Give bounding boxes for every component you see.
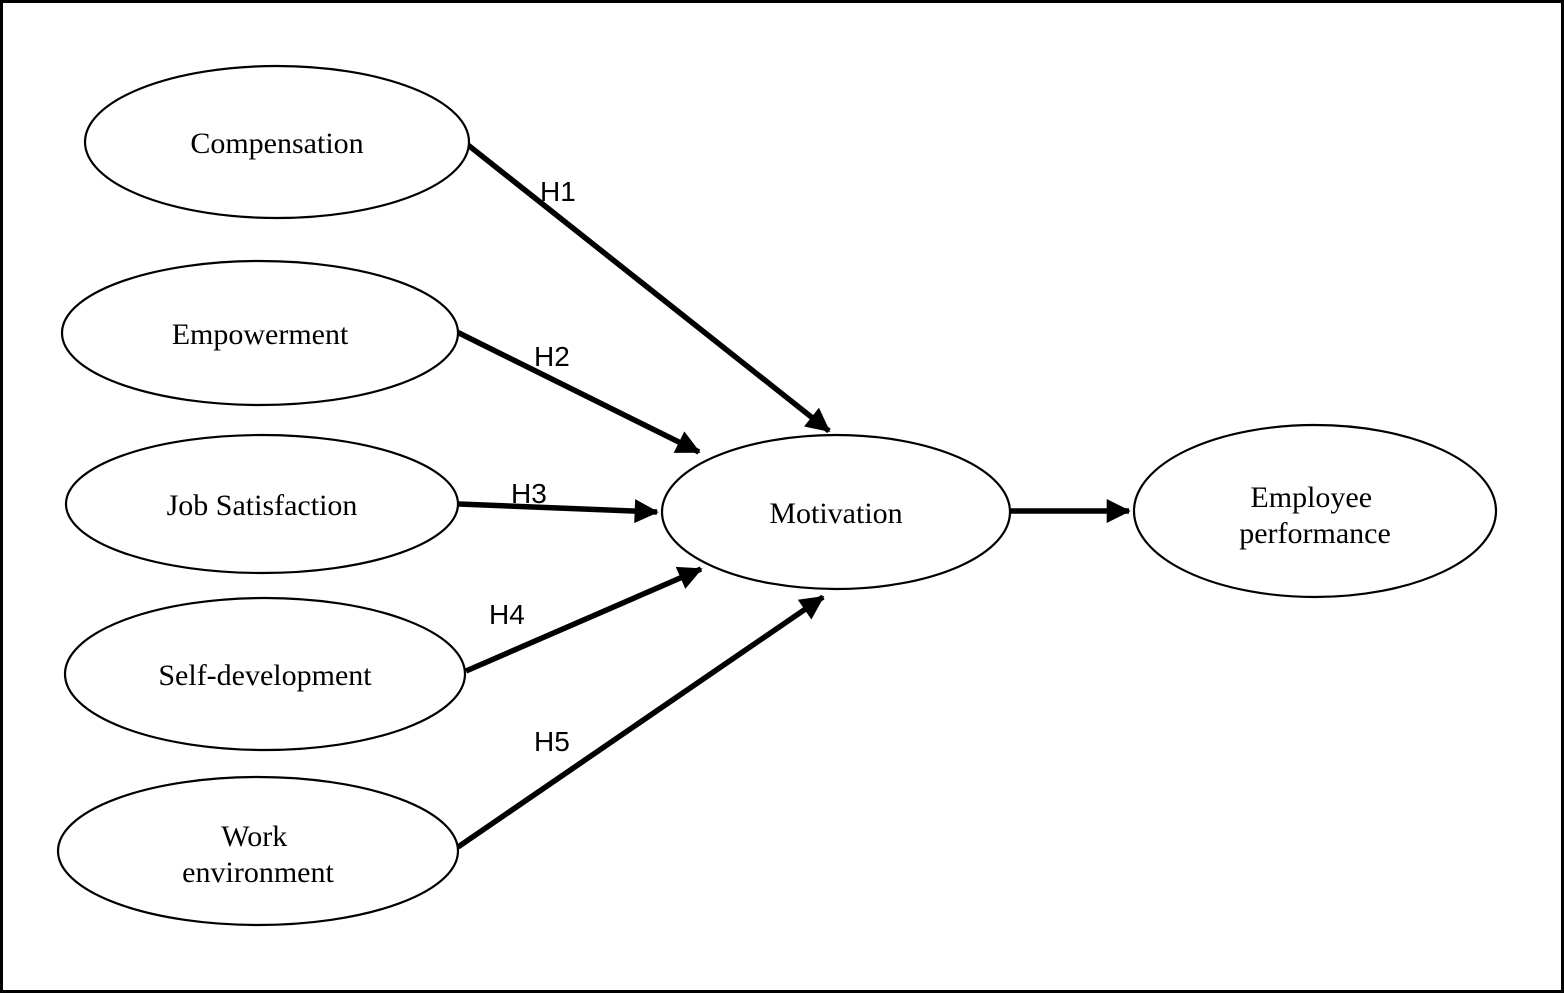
edge-h1-compensation-to-motivation (466, 142, 831, 434)
node-self-development-ellipse (63, 596, 467, 752)
edge-label-h3: H3 (511, 478, 547, 509)
node-employee-performance: Employee performance (1132, 423, 1498, 599)
node-employee-performance-label-line1: Employee (1250, 481, 1372, 514)
node-employee-performance-label-line2: performance (1239, 517, 1391, 550)
node-self-development: Self-development (63, 596, 467, 752)
node-work-environment-label-line1: Work (221, 820, 287, 853)
edge-h5-work-environment-to-motivation (456, 594, 825, 850)
node-motivation-label: Motivation (769, 497, 902, 530)
edge-label-h5: H5 (534, 726, 570, 757)
edge-h2-empowerment-to-motivation (455, 329, 701, 455)
node-job-satisfaction-label: Job Satisfaction (167, 489, 358, 522)
edge-label-h1: H1 (540, 176, 576, 207)
node-job-satisfaction-ellipse (64, 433, 460, 575)
node-work-environment-ellipse (56, 775, 460, 927)
node-self-development-label: Self-development (158, 659, 372, 692)
node-empowerment: Empowerment (60, 259, 460, 407)
edge-label-h4: H4 (489, 599, 525, 630)
node-work-environment: Work environment (56, 775, 460, 927)
node-employee-performance-label: Employee performance (1239, 481, 1391, 550)
node-employee-performance-ellipse (1132, 423, 1498, 599)
edge-h3-job-satisfaction-to-motivation (458, 499, 659, 524)
edge-label-h2: H2 (534, 341, 570, 372)
node-work-environment-label-line2: environment (182, 856, 334, 889)
node-work-environment-label: Work environment (182, 820, 334, 889)
node-job-satisfaction: Job Satisfaction (64, 433, 460, 575)
node-motivation-ellipse (660, 433, 1012, 591)
node-empowerment-label: Empowerment (172, 318, 349, 351)
node-compensation-ellipse (83, 64, 471, 220)
edge-h4-self-development-to-motivation (464, 566, 703, 674)
node-compensation-label: Compensation (190, 127, 363, 160)
node-compensation: Compensation (83, 64, 471, 220)
node-empowerment-ellipse (60, 259, 460, 407)
node-motivation: Motivation (660, 433, 1012, 591)
